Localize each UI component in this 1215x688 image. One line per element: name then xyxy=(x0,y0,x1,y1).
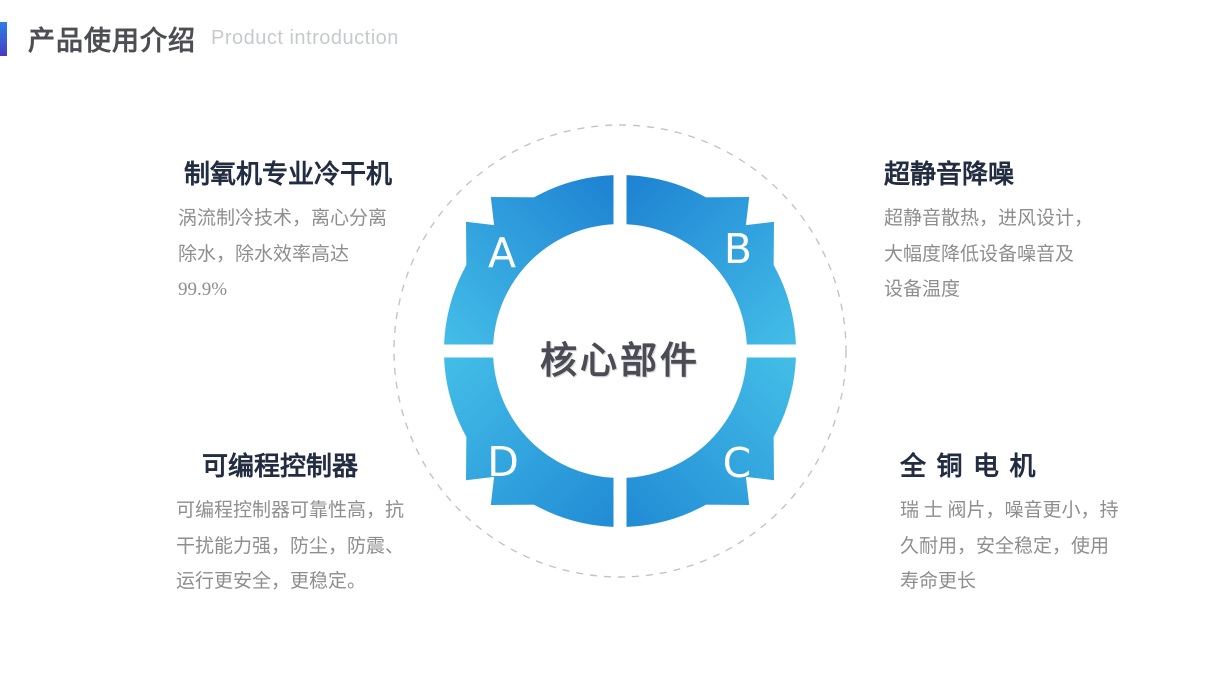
segment-c-arc xyxy=(626,357,796,527)
feature-line: 涡流制冷技术，离心分离 xyxy=(178,208,388,229)
feature-line: 干扰能力强，防尘，防震、 xyxy=(176,535,405,557)
feature-heading: 全 铜 电 机 xyxy=(900,452,1038,481)
segment-b-arc xyxy=(626,175,796,345)
feature-heading: 可编程控制器 xyxy=(202,452,359,481)
ring-segment-b xyxy=(626,175,796,345)
feature-body: 超静音散热，进风设计， 大幅度降低设备噪音及 设备温度 xyxy=(884,201,1144,308)
feature-line: 可编程控制器可靠性高，抗 xyxy=(176,500,405,521)
segment-letter-a: A xyxy=(488,229,516,277)
feature-body: 可编程控制器可靠性高，抗 干扰能力强，防尘，防震、 运行更安全，更稳定。 xyxy=(176,493,436,600)
core-components-diagram: A B C D xyxy=(393,124,847,578)
feature-line: 瑞 士 阀片，噪音更小，持 xyxy=(900,500,1119,521)
feature-line: 超静音散热，进风设计， xyxy=(884,208,1094,229)
ring-segment-d xyxy=(444,357,614,527)
feature-block-plc: 可编程控制器 可编程控制器可靠性高，抗 干扰能力强，防尘，防震、 运行更安全，更… xyxy=(176,450,436,600)
feature-line: 设备温度 xyxy=(884,279,961,300)
segment-a-arc xyxy=(444,175,614,345)
feature-block-noise-reduction: 超静音降噪 超静音散热，进风设计， 大幅度降低设备噪音及 设备温度 xyxy=(884,158,1144,308)
feature-block-dryer: 制氧机专业冷干机 涡流制冷技术，离心分离 除水，除水效率高达 99.9% xyxy=(178,158,428,308)
feature-heading: 超静音降噪 xyxy=(884,160,1015,189)
feature-line: 运行更安全，更稳定。 xyxy=(176,571,367,592)
segment-letter-c: C xyxy=(723,439,752,487)
diagram-center-label: 核心部件 xyxy=(540,341,700,382)
segment-letter-d: D xyxy=(487,438,519,486)
feature-line: 99.9% xyxy=(178,279,228,300)
feature-body: 瑞 士 阀片，噪音更小，持 久耐用，安全稳定，使用 寿命更长 xyxy=(900,493,1150,600)
feature-line: 久耐用，安全稳定，使用 xyxy=(900,535,1110,557)
feature-line: 除水，除水效率高达 xyxy=(178,243,350,265)
segment-letter-b: B xyxy=(724,225,752,273)
feature-body: 涡流制冷技术，离心分离 除水，除水效率高达 99.9% xyxy=(178,201,428,308)
dashed-outline-circle xyxy=(393,124,847,578)
feature-block-copper-motor: 全 铜 电 机 瑞 士 阀片，噪音更小，持 久耐用，安全稳定，使用 寿命更长 xyxy=(900,450,1150,600)
slide-header: 产品使用介绍 Product introduction xyxy=(0,19,399,58)
slide-title: 产品使用介绍 xyxy=(28,26,196,56)
segment-d-arc xyxy=(444,357,614,527)
feature-line: 寿命更长 xyxy=(900,571,977,592)
feature-line: 大幅度降低设备噪音及 xyxy=(884,243,1075,265)
ring-segment-c xyxy=(626,357,796,527)
feature-heading: 制氧机专业冷干机 xyxy=(184,160,393,189)
title-accent-bar xyxy=(0,21,7,56)
ring-segment-a xyxy=(444,175,614,345)
slide-subtitle: Product introduction xyxy=(211,27,399,49)
